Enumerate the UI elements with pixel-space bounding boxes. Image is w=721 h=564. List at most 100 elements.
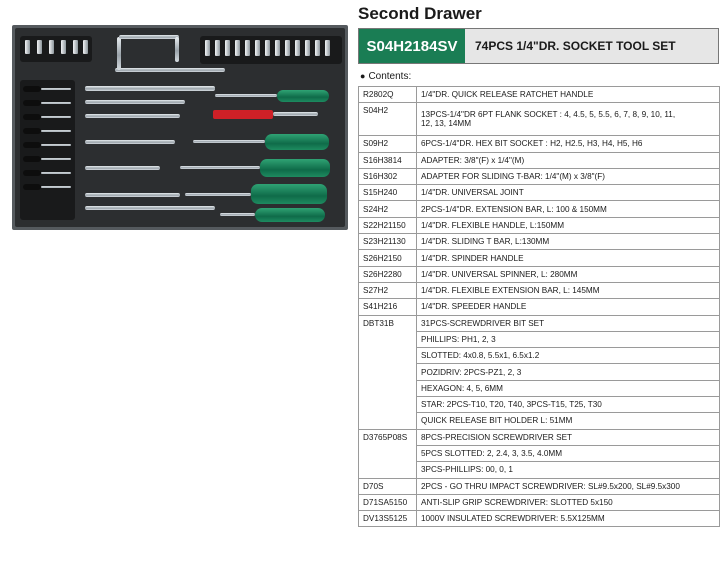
bit <box>49 40 54 54</box>
item-code: D70S <box>358 477 417 495</box>
item-description: 1/4"DR. FLEXIBLE HANDLE, L:150MM <box>416 216 720 235</box>
socket <box>275 40 280 56</box>
precision-driver <box>23 114 41 120</box>
item-code: D71SA5150 <box>358 493 417 512</box>
socket <box>265 40 270 56</box>
table-row: S15H240 1/4"DR. UNIVERSAL JOINT <box>358 184 720 202</box>
set-name: 74PCS 1/4"DR. SOCKET TOOL SET <box>465 29 718 63</box>
screwdriver-grip <box>260 159 330 177</box>
precision-driver-shaft <box>41 172 71 174</box>
screwdriver-shaft <box>185 193 251 196</box>
table-row: S23H21130 1/4"DR. SLIDING T BAR, L:130MM <box>358 233 720 251</box>
table-row: R2802Q 1/4"DR. QUICK RELEASE RATCHET HAN… <box>358 85 720 104</box>
precision-driver-shaft <box>41 144 71 146</box>
screwdriver-grip <box>277 90 329 102</box>
item-description: 1/4"DR. SLIDING T BAR, L:130MM <box>416 233 720 251</box>
item-code: S41H216 <box>358 298 417 316</box>
item-description: 1/4"DR. SPINDER HANDLE <box>416 249 720 267</box>
bullet-icon: ● <box>360 71 366 81</box>
sliding-t-bar <box>85 114 180 118</box>
item-detail: PHILLIPS: PH1, 2, 3 <box>416 330 720 349</box>
screwdriver-shaft <box>180 166 260 169</box>
precision-driver <box>23 100 41 106</box>
table-row: S04H2 13PCS-1/4"DR 6PT FLANK SOCKET : 4,… <box>358 102 720 137</box>
item-description-line: 12, 13, 14MM <box>421 119 472 129</box>
item-detail: 5PCS SLOTTED: 2, 2.4, 3, 3.5, 4.0MM <box>416 444 720 463</box>
item-code: R2802Q <box>358 85 417 104</box>
item-description: 1/4"DR. UNIVERSAL SPINNER, L: 280MM <box>416 265 720 283</box>
table-row: S26H2280 1/4"DR. UNIVERSAL SPINNER, L: 2… <box>358 265 720 283</box>
item-description: ADAPTER: 3/8"(F) x 1/4"(M) <box>416 151 720 169</box>
socket <box>215 40 220 56</box>
speeder-handle-crank <box>117 37 121 70</box>
socket <box>315 40 320 56</box>
socket <box>235 40 240 56</box>
precision-driver <box>23 184 41 190</box>
item-description: 2PCS - GO THRU IMPACT SCREWDRIVER: SL#9.… <box>416 477 720 495</box>
screwdriver-shaft <box>215 94 277 97</box>
item-description: 2PCS-1/4"DR. EXTENSION BAR, L: 100 & 150… <box>416 200 720 218</box>
precision-driver-shaft <box>41 88 71 90</box>
socket <box>305 40 310 56</box>
item-detail: QUICK RELEASE BIT HOLDER L: 51MM <box>416 412 720 430</box>
socket <box>285 40 290 56</box>
extension-bar <box>85 140 175 144</box>
item-code: S16H3814 <box>358 151 417 169</box>
socket-row-mold <box>200 36 342 64</box>
bit-row-mold <box>20 36 92 62</box>
item-code: S16H302 <box>358 167 417 186</box>
precision-driver <box>23 170 41 176</box>
precision-driver <box>23 128 41 134</box>
item-description: 1000V INSULATED SCREWDRIVER: 5.5X125MM <box>416 510 720 528</box>
item-description: 13PCS-1/4"DR 6PT FLANK SOCKET : 4, 4.5, … <box>416 102 720 137</box>
ratchet-handle <box>85 86 215 91</box>
flexible-extension-bar <box>85 193 180 197</box>
screwdriver-grip <box>255 208 325 222</box>
precision-driver-shaft <box>41 102 71 104</box>
contents-table: R2802Q 1/4"DR. QUICK RELEASE RATCHET HAN… <box>358 85 720 528</box>
table-row: DBT31B 31PCS-SCREWDRIVER BIT SET <box>358 314 720 430</box>
table-row: S16H3814 ADAPTER: 3/8"(F) x 1/4"(M) <box>358 151 720 169</box>
precision-driver-shaft <box>41 116 71 118</box>
item-detail: POZIDRIV: 2PCS-PZ1, 2, 3 <box>416 363 720 381</box>
precision-driver-shaft <box>41 130 71 132</box>
item-code: S26H2280 <box>358 265 417 283</box>
socket <box>295 40 300 56</box>
socket <box>325 40 330 56</box>
item-description: 31PCS-SCREWDRIVER BIT SET <box>416 314 720 332</box>
bit <box>25 40 30 54</box>
set-code: S04H2184SV <box>359 29 465 63</box>
item-code: S09H2 <box>358 135 417 153</box>
item-detail: HEXAGON: 4, 5, 6MM <box>416 379 720 398</box>
table-row: D71SA5150 ANTI-SLIP GRIP SCREWDRIVER: SL… <box>358 493 720 512</box>
item-description: ANTI-SLIP GRIP SCREWDRIVER: SLOTTED 5x15… <box>416 493 720 512</box>
table-row: DV13S5125 1000V INSULATED SCREWDRIVER: 5… <box>358 510 720 528</box>
item-description: 1/4"DR. SPEEDER HANDLE <box>416 298 720 316</box>
bit <box>61 40 66 54</box>
speeder-handle-top <box>119 35 179 39</box>
table-row: D70S 2PCS - GO THRU IMPACT SCREWDRIVER: … <box>358 477 720 495</box>
table-row: S41H216 1/4"DR. SPEEDER HANDLE <box>358 298 720 316</box>
precision-driver <box>23 86 41 92</box>
speeder-handle-bar <box>115 68 225 72</box>
item-description: 1/4"DR. FLEXIBLE EXTENSION BAR, L: 145MM <box>416 281 720 300</box>
socket <box>255 40 260 56</box>
screwdriver-shaft <box>193 140 265 143</box>
insulated-screwdriver-shaft <box>273 112 318 116</box>
table-row: S09H2 6PCS-1/4"DR. HEX BIT SOCKET : H2, … <box>358 135 720 153</box>
bit <box>83 40 88 54</box>
screwdriver-grip <box>251 184 327 204</box>
socket <box>245 40 250 56</box>
drawer-title: Second Drawer <box>358 4 482 23</box>
insulated-screwdriver-grip <box>213 110 273 119</box>
bit <box>73 40 78 54</box>
table-row: S24H2 2PCS-1/4"DR. EXTENSION BAR, L: 100… <box>358 200 720 218</box>
item-code: S27H2 <box>358 281 417 300</box>
item-code: S23H21130 <box>358 233 417 251</box>
table-row: S26H2150 1/4"DR. SPINDER HANDLE <box>358 249 720 267</box>
contents-label: ●Contents: <box>360 71 411 82</box>
item-description: 1/4"DR. UNIVERSAL JOINT <box>416 184 720 202</box>
item-detail: SLOTTED: 4x0.8, 5.5x1, 6.5x1.2 <box>416 347 720 365</box>
item-description: 8PCS-PRECISION SCREWDRIVER SET <box>416 428 720 446</box>
socket <box>225 40 230 56</box>
